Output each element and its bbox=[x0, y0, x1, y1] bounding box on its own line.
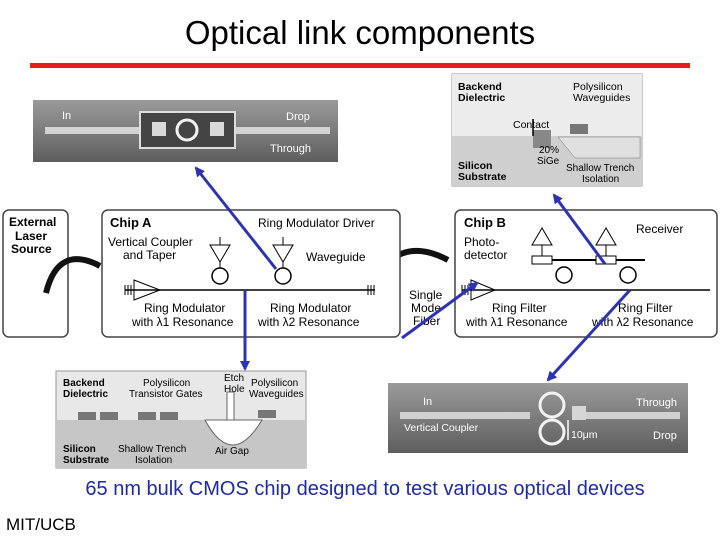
xs-bot-backend-1: Backend bbox=[63, 378, 105, 389]
micrograph-top-drop-label: Drop bbox=[286, 111, 310, 123]
chip-b-photodetector-2: detector bbox=[464, 248, 507, 262]
micrograph-bottom-scale-label: 10μm bbox=[571, 429, 598, 441]
chip-b-photodetector-1: Photo- bbox=[464, 235, 499, 249]
xs-bot-airgap: Air Gap bbox=[215, 446, 249, 457]
xs-top-backend-1: Backend bbox=[458, 81, 502, 93]
chip-b-filter1-2: with λ1 Resonance bbox=[465, 315, 568, 329]
caption: 65 nm bulk CMOS chip designed to test va… bbox=[85, 478, 645, 500]
micrograph-bottom-coupler-label: Vertical Coupler bbox=[404, 422, 479, 434]
arrow-from-ring-filter bbox=[546, 288, 632, 382]
xs-bot-gates-2: Transistor Gates bbox=[129, 389, 203, 400]
laser-label-1: External bbox=[9, 215, 56, 229]
xs-bot-polysilicon-2: Waveguides bbox=[249, 389, 304, 400]
chip-a-title: Chip A bbox=[110, 215, 152, 230]
chip-a-coupler-label-2: and Taper bbox=[123, 248, 176, 262]
footer-label: MIT/UCB bbox=[6, 515, 76, 534]
chip-a-waveguide-label: Waveguide bbox=[306, 250, 366, 264]
micrograph-top-through-label: Through bbox=[270, 143, 311, 155]
chip-b-box: Chip B Receiver Photo- detector Ring Fil… bbox=[454, 209, 718, 338]
micrograph-bottom-in-label: In bbox=[423, 396, 432, 408]
xs-top-sige-2: SiGe bbox=[537, 156, 560, 167]
chip-a-driver-label: Ring Modulator Driver bbox=[258, 216, 375, 230]
xs-top-polysilicon-1: Polysilicon bbox=[573, 81, 623, 93]
title-underline bbox=[30, 63, 690, 68]
crosssection-bottom: Backend Dielectric Polysilicon Transisto… bbox=[55, 370, 307, 469]
xs-bot-polysilicon-1: Polysilicon bbox=[251, 378, 298, 389]
chip-b-receiver-label: Receiver bbox=[636, 222, 683, 236]
xs-bot-gates-1: Polysilicon bbox=[143, 378, 190, 389]
xs-top-backend-2: Dielectric bbox=[458, 92, 505, 104]
callout-arrows bbox=[194, 166, 632, 382]
chip-b-title: Chip B bbox=[464, 215, 506, 230]
arrow-to-top-crosssection bbox=[552, 193, 607, 265]
page-title: Optical link components bbox=[184, 14, 536, 51]
chip-b-filter2-2: with λ2 Resonance bbox=[591, 315, 694, 329]
fiber-label-2: Mode bbox=[411, 301, 441, 315]
micrograph-bottom: In Through Vertical Coupler 10μm Drop bbox=[388, 383, 688, 453]
xs-bot-sti-2: Isolation bbox=[135, 455, 172, 466]
xs-top-polysilicon-2: Waveguides bbox=[573, 92, 630, 104]
xs-bot-substrate-2: Substrate bbox=[63, 455, 110, 466]
chip-b-filter2-1: Ring Filter bbox=[618, 301, 673, 315]
fiber-label-1: Single bbox=[409, 288, 443, 302]
chip-a-coupler-label-1: Vertical Coupler bbox=[108, 235, 193, 249]
arrow-to-top-micrograph bbox=[194, 166, 278, 270]
xs-top-substrate-1: Silicon bbox=[458, 160, 492, 172]
xs-top-sti-1: Shallow Trench bbox=[566, 163, 634, 174]
chip-a-box: Chip A Ring Modulator Driver Vertical Co… bbox=[101, 209, 401, 338]
laser-label-3: Source bbox=[11, 242, 52, 256]
chip-b-filter1-1: Ring Filter bbox=[492, 301, 547, 315]
micrograph-top-in-label: In bbox=[62, 110, 71, 122]
arrow-to-bottom-micrograph bbox=[401, 281, 479, 340]
xs-bot-backend-2: Dielectric bbox=[63, 389, 108, 400]
laser-label-2: Laser bbox=[15, 229, 47, 243]
xs-top-sti-2: Isolation bbox=[582, 174, 619, 185]
micrograph-bottom-through-label: Through bbox=[636, 397, 677, 409]
chip-a-modulator2-1: Ring Modulator bbox=[270, 301, 351, 315]
xs-bot-substrate-1: Silicon bbox=[63, 444, 96, 455]
micrograph-bottom-drop-label: Drop bbox=[653, 430, 677, 442]
chip-a-modulator1-1: Ring Modulator bbox=[144, 301, 225, 315]
xs-top-contact: Contact bbox=[513, 119, 549, 131]
chip-a-modulator1-2: with λ1 Resonance bbox=[131, 315, 234, 329]
xs-top-sige-1: 20% bbox=[539, 145, 559, 156]
xs-top-substrate-2: Substrate bbox=[458, 171, 507, 183]
fiber-left bbox=[43, 256, 102, 294]
xs-bot-etch-2: Hole bbox=[224, 384, 245, 395]
external-laser-box: External Laser Source bbox=[2, 209, 69, 338]
micrograph-top: In Drop Through bbox=[33, 100, 338, 162]
chip-a-modulator2-2: with λ2 Resonance bbox=[257, 315, 360, 329]
xs-bot-etch-1: Etch bbox=[224, 373, 244, 384]
xs-bot-sti-1: Shallow Trench bbox=[118, 444, 186, 455]
crosssection-top: Backend Dielectric Polysilicon Waveguide… bbox=[451, 73, 643, 187]
